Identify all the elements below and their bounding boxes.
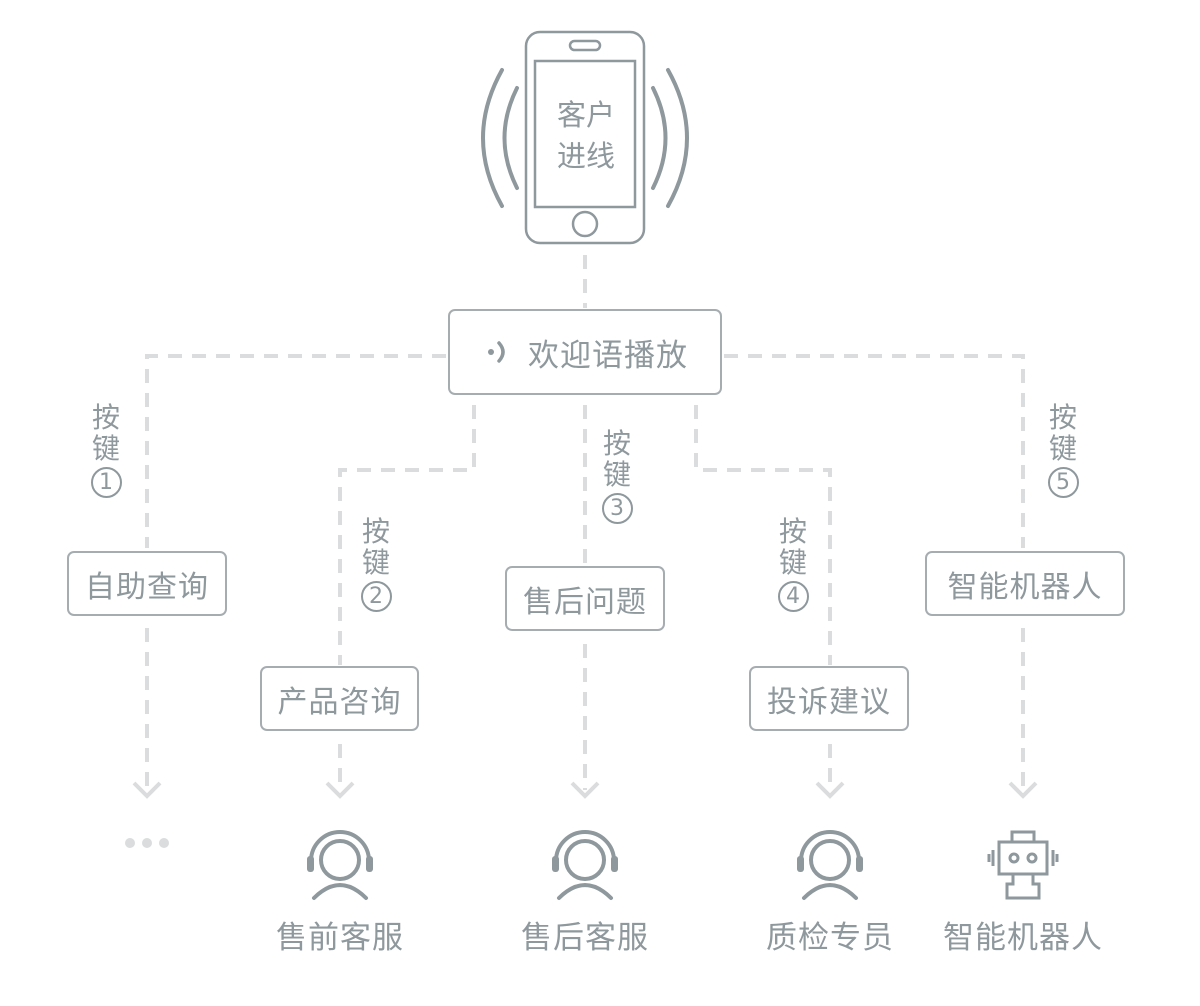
arrow-down-icon xyxy=(815,781,845,799)
key-label-3: 按键 3 xyxy=(597,428,637,524)
destination-smart-robot: 智能机器人 xyxy=(943,920,1103,956)
signal-wave-right-inner xyxy=(651,86,668,190)
phone-caption: 客户 进线 xyxy=(536,95,636,177)
key-label-2: 按键 2 xyxy=(356,516,396,612)
connector-branch-5 xyxy=(724,354,1025,548)
destination-aftersales: 售后客服 xyxy=(521,920,649,956)
key-number-3: 3 xyxy=(601,493,633,524)
signal-wave-right-outer xyxy=(666,68,689,208)
welcome-playback-node[interactable]: 欢迎语播放 xyxy=(448,309,722,395)
connector-branch-2 xyxy=(338,405,476,665)
option-self-service[interactable]: 自助查询 xyxy=(67,551,227,616)
key-label-4: 按键 4 xyxy=(773,516,813,612)
key-label-1: 按键 1 xyxy=(86,402,126,498)
headset-agent-icon xyxy=(552,830,618,900)
signal-wave-left-outer xyxy=(481,68,504,208)
sound-wave-icon xyxy=(488,341,505,363)
destination-qa-specialist: 质检专员 xyxy=(766,920,894,956)
key-number-1: 1 xyxy=(90,467,122,498)
phone-ringing-icon xyxy=(481,30,689,245)
headset-agent-icon xyxy=(797,830,863,900)
key-label-5: 按键 5 xyxy=(1043,402,1083,498)
phone-caption-line1: 客户 xyxy=(556,98,615,132)
arrow-down-icon xyxy=(132,781,162,799)
arrow-down-icon xyxy=(1008,781,1038,799)
connector-branch-4 xyxy=(694,405,832,665)
key-number-5: 5 xyxy=(1047,467,1079,498)
ellipsis-icon xyxy=(125,838,169,848)
option-after-sales[interactable]: 售后问题 xyxy=(505,566,665,631)
option-complaints[interactable]: 投诉建议 xyxy=(749,666,909,731)
robot-icon xyxy=(987,830,1059,900)
option-product-inquiry[interactable]: 产品咨询 xyxy=(260,666,419,731)
option-smart-robot[interactable]: 智能机器人 xyxy=(925,551,1125,616)
destination-presales: 售前客服 xyxy=(276,920,404,956)
arrow-down-icon xyxy=(325,781,355,799)
arrow-down-icon xyxy=(570,781,600,799)
connector-branch-1 xyxy=(145,354,446,548)
signal-wave-left-inner xyxy=(502,86,519,190)
key-number-2: 2 xyxy=(360,581,392,612)
key-number-4: 4 xyxy=(777,581,809,612)
phone-caption-line2: 进线 xyxy=(556,139,615,173)
headset-agent-icon xyxy=(307,830,373,900)
welcome-label: 欢迎语播放 xyxy=(528,337,688,374)
